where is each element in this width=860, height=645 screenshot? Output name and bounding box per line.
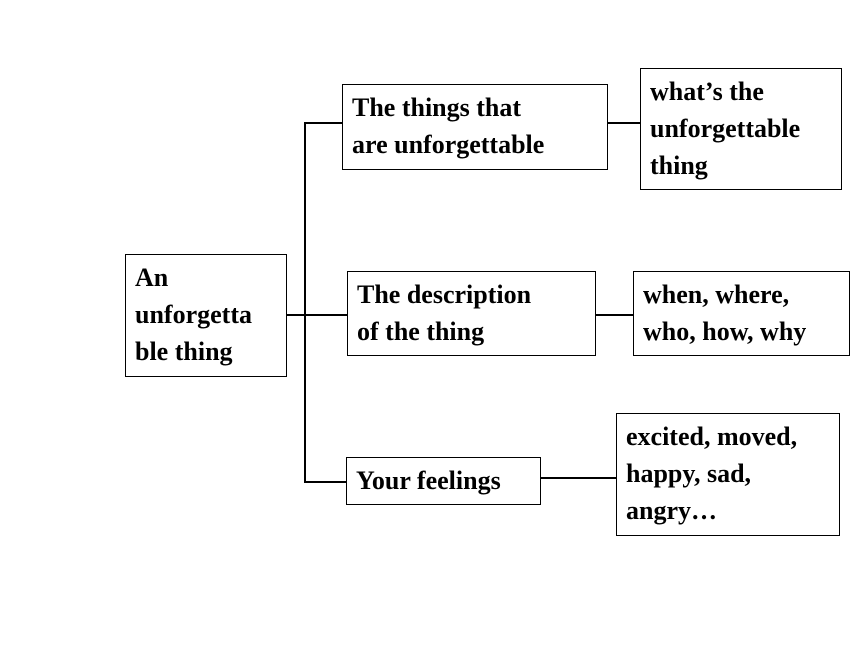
connector-root-to-trunk <box>286 314 305 316</box>
connector-branch-2-to-detail-2 <box>595 314 633 316</box>
branch-node-description: The description of the thing <box>347 271 596 356</box>
connector-trunk <box>304 122 306 483</box>
connector-branch-3-to-detail-3 <box>540 477 617 479</box>
root-node: An unforgetta ble thing <box>125 254 287 377</box>
branch-node-feelings: Your feelings <box>346 457 541 505</box>
detail-node-emotions: excited, moved, happy, sad, angry… <box>616 413 840 536</box>
connector-trunk-to-branch-2 <box>304 314 347 316</box>
branch-node-things: The things that are unforgettable <box>342 84 608 170</box>
connector-trunk-to-branch-1 <box>304 122 342 124</box>
detail-node-what: what’s the unforgettable thing <box>640 68 842 190</box>
connector-trunk-to-branch-3 <box>304 481 346 483</box>
connector-branch-1-to-detail-1 <box>607 122 640 124</box>
detail-node-when-where: when, where, who, how, why <box>633 271 850 356</box>
